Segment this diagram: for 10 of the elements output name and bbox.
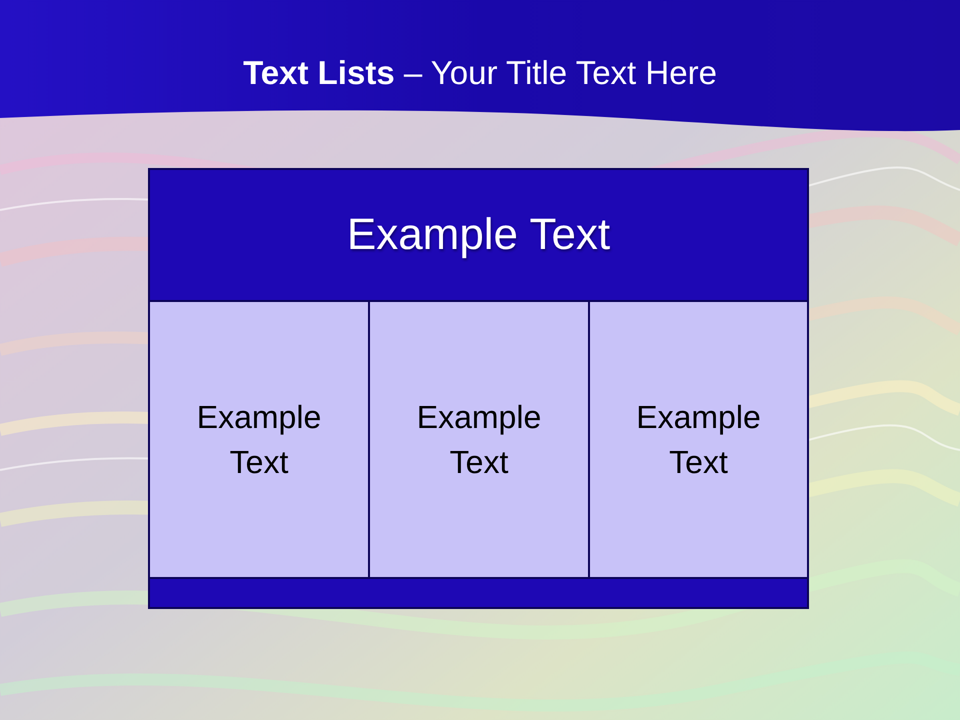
table-cell [148,300,370,579]
slide-title: Text Lists – Your Title Text Here [243,54,717,91]
table-cell [588,300,809,579]
header-text: Example Text [346,210,610,260]
table-cell [368,300,590,579]
cell-text: Example Text [635,398,762,482]
table-header [148,168,809,302]
cell-text: Example Text [416,398,542,482]
cell-text: Example Text [196,398,322,482]
footer-bar [148,577,809,609]
